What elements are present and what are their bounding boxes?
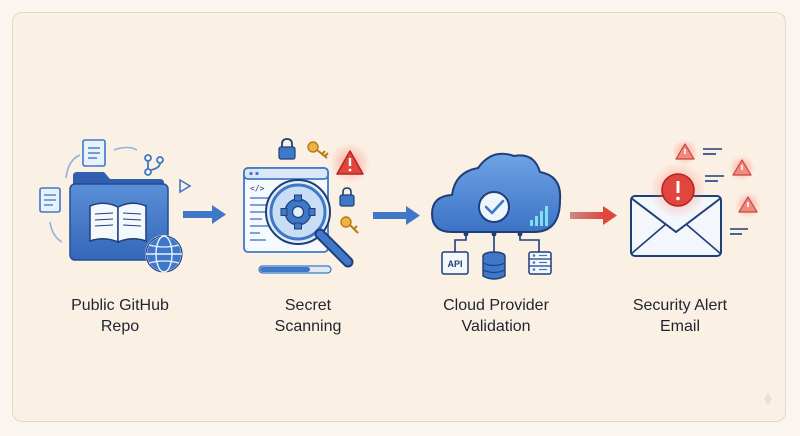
globe-icon	[145, 235, 183, 273]
api-icon: API	[441, 251, 469, 275]
step-label-cloud: Cloud Provider Validation	[411, 295, 581, 337]
warning-icon	[735, 192, 761, 218]
git-branch-icon	[144, 154, 164, 176]
lock-icon	[339, 187, 355, 207]
step-label-email: Security Alert Email	[595, 295, 765, 337]
key-icon	[307, 141, 329, 159]
cycle-arrow	[65, 154, 81, 179]
warning-icon	[672, 139, 698, 165]
book-icon	[89, 202, 147, 244]
github-repo-folder-icon	[39, 139, 192, 273]
server-icon	[528, 251, 552, 275]
flow-arrow-2	[373, 206, 420, 225]
alert-icon	[650, 162, 706, 218]
flow-arrow-1	[183, 205, 226, 224]
lock-icon	[278, 138, 296, 160]
step-label-line: Public GitHub	[71, 297, 169, 314]
step-label-scan: Secret Scanning	[223, 295, 393, 337]
warning-icon	[330, 143, 370, 183]
cycle-arrow	[113, 146, 138, 151]
document-icon	[39, 187, 61, 213]
step-label-line: Secret	[284, 297, 332, 314]
flow-arrow-3	[570, 206, 617, 225]
signal-bars-icon	[530, 206, 548, 226]
alert-envelope-icon	[630, 139, 761, 257]
step-label-line: Email	[659, 318, 700, 335]
database-icon	[482, 251, 506, 280]
play-icon	[179, 178, 192, 194]
key-icon	[340, 216, 359, 234]
step-label-line: Security Alert	[632, 297, 728, 314]
gear-icon	[280, 194, 316, 230]
api-text: API	[447, 259, 462, 269]
step-label-repo: Public GitHub Repo	[35, 295, 205, 337]
step-label-line: Validation	[461, 318, 531, 335]
warning-icon	[729, 155, 755, 181]
step-label-line: Cloud Provider	[443, 297, 549, 314]
scan-progress-bar	[258, 265, 332, 274]
magnifier-gear-icon: </>	[243, 138, 370, 274]
cycle-arrow	[49, 221, 63, 243]
sparkle-icon	[764, 393, 772, 405]
document-icon	[82, 139, 106, 167]
cloud-check-icon: API	[430, 152, 562, 280]
code-tag-text: </>	[250, 184, 265, 193]
step-label-line: Scanning	[274, 318, 342, 335]
step-label-line: Repo	[100, 318, 140, 335]
